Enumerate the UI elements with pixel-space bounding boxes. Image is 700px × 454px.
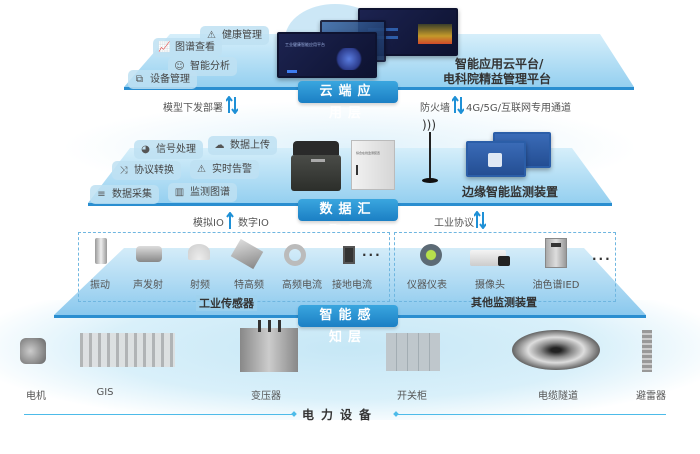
analog-io-label: 模拟IO [193,218,224,229]
line-chart-icon: 📈 [158,42,171,53]
equipment-label: 电机 [26,391,46,402]
surge-arrester-image [642,330,652,372]
other-devices-group [394,232,616,302]
hfct-sensor-icon [284,244,306,266]
sensor-label: 特高频 [234,280,264,291]
app-screenshot-main: 工业健康智能应用平台 [277,32,377,78]
cloud-layer-title: 云端应用层 [298,81,398,121]
acoustic-emission-sensor-icon [136,246,162,262]
feature-protocol-conversion[interactable]: ⤨ 协议转换 [112,161,181,180]
sensor-label: 接地电流 [332,280,372,291]
model-deploy-label: 模型下发部署 [163,103,223,114]
alarm-light-icon: ⚠ [197,164,206,175]
equipment-label: 电缆隧道 [538,391,578,402]
monitoring-cabinet: 综合在线监测装置 [351,140,395,190]
industrial-protocol-label: 工业协议 [434,218,474,229]
cloud-platform-name-line2: 电科院精益管理平台 [443,72,552,86]
rf-sensor-icon [188,244,210,260]
transformer-image [240,320,298,372]
other-device-label: 摄像头 [475,280,505,291]
equipment-label: GIS [96,387,114,398]
switchgear-image [386,333,440,371]
wireless-antenna: ))) [420,118,440,188]
footer-line-right [398,414,666,415]
feature-spectrum-view[interactable]: 📈 图谱查看 [153,38,222,57]
bidirectional-arrow-icon [474,211,486,229]
instrument-meter-icon [420,244,442,266]
cloud-upload-icon: ☁ [214,140,225,151]
brain-head-icon: ☺ [174,61,185,72]
equipment-section-title: 电力设备 [302,408,379,422]
equipment-label: 避雷器 [636,391,666,402]
bidirectional-arrow-icon [452,96,464,114]
sensor-group-title: 工业传感器 [196,295,257,311]
other-device-label: 油色谱IED [532,280,580,291]
network-channel-label: 4G/5G/互联网专用通道 [466,103,571,114]
industrial-sensors-group [78,232,390,302]
sensor-label: 声发射 [133,280,163,291]
feature-data-collection[interactable]: ≡ 数据采集 [90,185,159,204]
motor-image [20,338,46,364]
bar-chart-icon: ▥ [174,187,185,198]
cable-tunnel-image [512,330,600,370]
feature-realtime-alarm[interactable]: ⚠ 实时告警 [190,160,259,179]
signal-gauge-icon: ◕ [141,144,150,155]
shuffle-icon: ⤨ [119,165,128,176]
oil-chromatography-ied-icon [545,238,567,268]
sensor-label: 振动 [90,280,110,291]
health-alert-icon: ⚠ [207,30,216,41]
screen-caption: 工业健康智能应用平台 [285,42,325,47]
other-device-label: 仪器仪表 [407,280,447,291]
more-devices-ellipsis: ··· [592,252,612,266]
feature-data-upload[interactable]: ☁ 数据上传 [208,136,277,155]
feature-monitoring-spectrum[interactable]: ▥ 监测图谱 [168,183,237,202]
bidirectional-arrow-icon [226,96,238,114]
more-sensors-ellipsis: ··· [362,248,382,262]
edge-device-label: 边缘智能监测装置 [462,185,559,199]
other-group-title: 其他监测装置 [471,296,537,309]
footer-line-left [24,414,294,415]
aggregation-layer-title: 数据汇聚层 [298,199,398,239]
edge-dashboard-front [466,141,526,177]
feature-signal-processing[interactable]: ◕ 信号处理 [134,140,203,159]
portable-monitor-case [291,141,341,193]
data-collect-icon: ≡ [97,189,106,200]
equipment-label: 变压器 [251,391,281,402]
vibration-sensor-icon [95,238,107,264]
gis-image [80,333,175,367]
perception-layer-title: 智能感知层 [298,305,398,345]
sensor-label: 射频 [190,280,210,291]
org-tree-icon: ⧉ [135,74,144,85]
digital-io-label: 数字IO [238,218,269,229]
cloud-platform-name-line1: 智能应用云平台/ [455,57,544,71]
firewall-label: 防火墙 [420,103,450,114]
ground-current-sensor-icon [343,246,355,264]
camera-icon [470,250,510,266]
sensor-label: 高频电流 [282,280,322,291]
wifi-icon: ))) [422,118,437,132]
up-arrow-icon [226,212,234,229]
equipment-label: 开关柜 [397,391,427,402]
feature-device-management[interactable]: ⧉ 设备管理 [128,70,197,89]
